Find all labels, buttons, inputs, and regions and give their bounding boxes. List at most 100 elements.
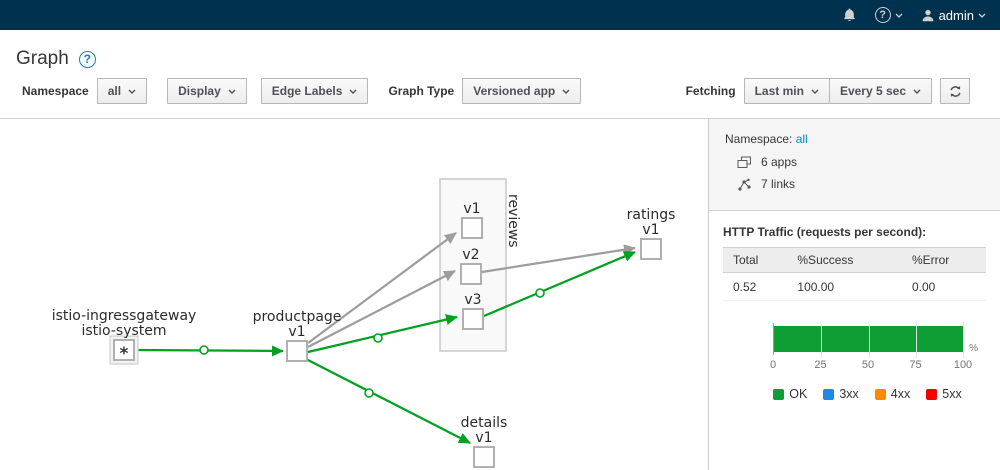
node-label: v1 xyxy=(288,324,305,340)
node-istio-ingressgateway[interactable] xyxy=(113,339,135,361)
top-navbar: ? admin xyxy=(0,0,1000,30)
help-icon: ? xyxy=(874,7,891,23)
summary-panel: Namespace: all 6 apps 7 links xyxy=(708,119,1000,470)
edge-reviews-v2-to-ratings[interactable] xyxy=(481,244,636,274)
node-label: v1 xyxy=(642,222,659,238)
edge-reviews-v3-to-ratings[interactable] xyxy=(483,250,636,318)
applications-icon xyxy=(737,156,751,168)
chevron-down-icon xyxy=(349,89,357,94)
duration-dropdown[interactable]: Last min xyxy=(743,78,830,104)
legend-swatch xyxy=(926,388,938,400)
node-label: ratings xyxy=(627,207,676,223)
edge-productpage-to-reviews-v3[interactable] xyxy=(307,314,458,354)
edge-productpage-to-reviews-v1[interactable] xyxy=(307,232,457,344)
page-header: Graph ? xyxy=(0,30,1000,74)
percent-unit-label: % xyxy=(969,343,978,354)
edge-labels-dropdown[interactable]: Edge Labels xyxy=(260,78,369,104)
refresh-interval-value: Every 5 sec xyxy=(839,84,906,98)
edge-productpage-to-reviews-v2[interactable] xyxy=(307,270,456,348)
node-reviews-v3[interactable] xyxy=(462,308,484,330)
x-tick-label: 25 xyxy=(814,359,827,371)
node-productpage-v1[interactable] xyxy=(286,340,308,362)
node-label: v1 xyxy=(475,430,492,446)
panel-namespace-link[interactable]: all xyxy=(795,132,808,146)
node-label: v2 xyxy=(462,247,479,263)
chevron-down-icon xyxy=(128,89,136,94)
user-name: admin xyxy=(938,7,974,23)
display-dropdown-label: Display xyxy=(178,84,221,98)
table-header: %Success xyxy=(787,247,902,273)
legend-label: OK xyxy=(789,387,808,401)
refresh-icon xyxy=(949,85,961,97)
legend-item-3xx[interactable]: 3xx xyxy=(823,387,859,401)
panel-namespace-label: Namespace: xyxy=(725,132,793,146)
user-menu[interactable]: admin xyxy=(921,8,986,23)
graph-help-icon[interactable]: ? xyxy=(78,50,96,68)
edge-marker xyxy=(364,388,374,398)
edge-labels-dropdown-label: Edge Labels xyxy=(271,84,343,98)
duration-dropdown-value: Last min xyxy=(754,84,804,98)
display-dropdown[interactable]: Display xyxy=(167,78,247,104)
chevron-down-icon xyxy=(913,89,921,94)
edge-marker xyxy=(199,345,209,355)
graph-toolbar: Namespace all Display Edge Labels Graph … xyxy=(0,74,1000,118)
legend-swatch xyxy=(773,388,785,400)
legend-item-ok[interactable]: OK xyxy=(773,387,807,401)
chevron-down-icon xyxy=(895,13,903,18)
node-reviews-v1[interactable] xyxy=(461,217,483,239)
chevron-down-icon xyxy=(562,89,570,94)
group-label: reviews xyxy=(505,194,521,248)
node-ratings-v1[interactable] xyxy=(640,238,662,260)
node-details-v1[interactable] xyxy=(473,446,495,468)
x-tick-label: 100 xyxy=(953,359,973,371)
edge-marker xyxy=(535,288,545,298)
graph-type-dropdown-value: Versioned app xyxy=(473,84,556,98)
table-cell: 0.52 xyxy=(723,272,788,301)
traffic-rate-chart: % 0 25 50 75 100 OK 3xx 4xx 5xx xyxy=(723,321,986,401)
notifications-bell-icon[interactable] xyxy=(842,7,857,24)
node-label: v3 xyxy=(464,292,481,308)
x-tick-label: 50 xyxy=(861,359,875,371)
table-header: %Error xyxy=(901,247,986,273)
gridline xyxy=(963,321,964,358)
chart-x-axis: 0 25 50 75 100 xyxy=(769,359,972,375)
legend-label: 3xx xyxy=(839,387,859,401)
x-tick-label: 75 xyxy=(909,359,922,371)
namespace-dropdown[interactable]: all xyxy=(96,78,148,104)
legend-item-5xx[interactable]: 5xx xyxy=(926,387,962,401)
page-title: Graph xyxy=(16,48,69,69)
graph-type-dropdown[interactable]: Versioned app xyxy=(462,78,582,104)
refresh-interval-dropdown[interactable]: Every 5 sec xyxy=(828,78,932,104)
node-label: details xyxy=(461,415,508,431)
edge-marker xyxy=(373,333,383,343)
gridline xyxy=(915,321,917,358)
edge-productpage-to-details[interactable] xyxy=(305,357,471,445)
legend-item-4xx[interactable]: 4xx xyxy=(874,387,911,401)
node-label: v1 xyxy=(463,201,480,217)
node-label: productpage xyxy=(253,309,342,325)
graph-type-label: Graph Type xyxy=(388,84,455,98)
fetching-controls: Fetching Last min Every 5 sec xyxy=(686,78,970,104)
topbar-actions: ? admin xyxy=(842,7,1000,24)
refresh-button[interactable] xyxy=(940,78,970,104)
namespace-dropdown-value: all xyxy=(107,84,122,98)
chart-legend: OK 3xx 4xx 5xx xyxy=(749,387,986,401)
legend-label: 5xx xyxy=(942,387,962,401)
node-label: istio-ingressgateway xyxy=(52,308,197,324)
gateway-badge-icon: * xyxy=(120,344,129,364)
http-traffic-title: HTTP Traffic (requests per second): xyxy=(723,225,927,239)
node-reviews-v2[interactable] xyxy=(460,263,482,285)
x-tick-label: 0 xyxy=(769,359,777,371)
links-count: 7 links xyxy=(761,177,796,191)
chevron-down-icon xyxy=(978,13,986,18)
legend-swatch xyxy=(823,388,835,400)
legend-label: 4xx xyxy=(890,387,911,401)
apps-count: 6 apps xyxy=(761,155,798,169)
links-graph-icon xyxy=(738,178,751,191)
namespace-summary: Namespace: all 6 apps 7 links xyxy=(709,119,1000,211)
help-menu[interactable]: ? xyxy=(874,7,903,23)
traffic-graph-svg: reviews*istio-ingressgatewayistio-system… xyxy=(52,178,676,468)
